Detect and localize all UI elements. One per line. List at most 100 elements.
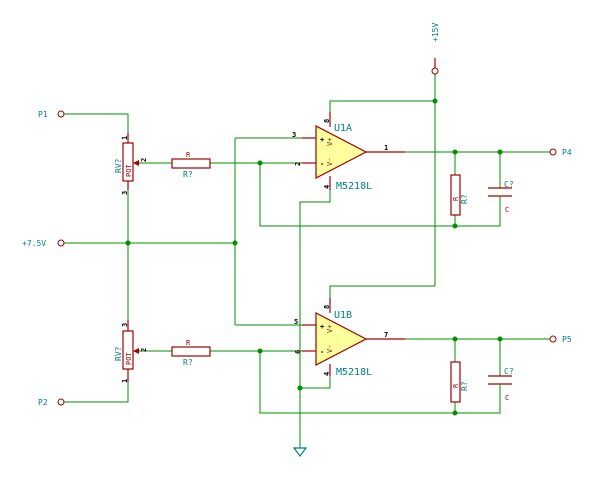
junction-dot — [257, 160, 263, 166]
port-v15-terminal[interactable] — [431, 67, 439, 75]
capacitor-lower[interactable]: C? C — [488, 367, 514, 402]
resistor-in-lower-ref: R? — [183, 358, 193, 367]
resistor-in-lower[interactable]: R R? — [171, 339, 211, 367]
port-p5-terminal[interactable] — [549, 335, 557, 343]
u1a-pin-inv: 2 — [294, 162, 302, 166]
resistor-fb-upper-value: R — [452, 196, 460, 201]
u1a-body — [315, 125, 368, 179]
resistor-fb-lower-ref: R? — [460, 381, 469, 391]
pot-upper[interactable]: POT RV? 1 2 3 — [114, 133, 148, 195]
u1b-pin-vplus: 8 — [323, 305, 331, 309]
junction-dot — [232, 240, 238, 246]
resistor-in-lower-value: R — [186, 339, 191, 347]
u1b-plus-sign: + — [320, 323, 324, 331]
pot-lower-pin1: 1 — [121, 379, 129, 383]
u1b-pin-noninv: 5 — [294, 318, 298, 326]
junction-dot — [497, 336, 503, 342]
pot-lower-pin2: 2 — [140, 348, 148, 352]
port-p1-terminal[interactable] — [57, 110, 65, 118]
resistor-in-lower-body — [171, 346, 211, 357]
u1b-pin-out: 7 — [384, 331, 388, 339]
pot-upper-value: POT — [125, 164, 133, 177]
pot-upper-pin1: 1 — [121, 136, 129, 140]
capacitor-upper[interactable]: C? C — [488, 180, 514, 214]
ground-symbol — [292, 447, 308, 457]
port-v75-terminal[interactable] — [57, 239, 65, 247]
wire-p2 — [64, 382, 129, 403]
port-p1-label: P1 — [38, 110, 48, 119]
u1a-pin-vminus: 4 — [323, 185, 331, 189]
junction-dot — [452, 223, 458, 229]
resistor-fb-lower-body — [450, 361, 461, 403]
wire-u1a-vplus — [329, 100, 435, 112]
port-p1[interactable]: P1 — [38, 110, 65, 119]
wire-u1b-vminus — [300, 376, 331, 389]
resistor-fb-upper[interactable]: R R? — [450, 174, 469, 216]
pot-upper-pin2: 2 — [140, 158, 148, 162]
junctions — [125, 98, 503, 416]
capacitor-upper-ref: C? — [504, 180, 514, 189]
resistor-fb-lower[interactable]: R R? — [450, 361, 469, 403]
port-p4[interactable]: P4 — [549, 148, 572, 157]
capacitor-lower-value: C — [505, 394, 509, 402]
u1b-body — [315, 312, 368, 366]
ground-icon — [292, 447, 308, 457]
u1b-part: M5218L — [336, 367, 372, 378]
opamp-u1b[interactable]: + - V+ V- 5 6 7 8 4 U1B M5218L — [294, 298, 405, 378]
port-p2-label: P2 — [38, 398, 48, 407]
port-p4-terminal[interactable] — [549, 148, 557, 156]
wire-p1 — [64, 113, 129, 133]
port-p2[interactable]: P2 — [38, 398, 65, 407]
pot-lower[interactable]: POT RV? 3 2 1 — [114, 320, 148, 383]
resistor-fb-upper-body — [450, 174, 461, 216]
u1b-pin-inv: 6 — [294, 350, 302, 354]
port-v75[interactable]: +7.5V — [22, 239, 65, 248]
u1a-pin-out: 1 — [384, 144, 388, 152]
pot-lower-ref: RV? — [114, 346, 123, 361]
u1a-pin-noninv: 3 — [292, 131, 296, 139]
wire-u1a-feedback — [259, 163, 501, 227]
port-v75-label: +7.5V — [22, 239, 46, 248]
wire-u1b-feedback — [259, 351, 501, 414]
junction-dot — [257, 348, 263, 354]
resistor-in-upper[interactable]: R R? — [171, 151, 211, 179]
wires — [64, 74, 550, 448]
junction-dot — [452, 336, 458, 342]
port-p2-terminal[interactable] — [57, 398, 65, 406]
resistor-in-upper-ref: R? — [183, 170, 193, 179]
wire-gnd — [299, 190, 331, 448]
junction-dot — [297, 385, 303, 391]
port-v15[interactable]: +15V — [431, 23, 440, 75]
pot-lower-value: POT — [125, 352, 133, 365]
u1a-pin-vplus: 8 — [323, 119, 331, 123]
u1b-ref: U1B — [334, 310, 352, 321]
u1b-pin-vminus: 4 — [323, 372, 331, 376]
port-p5[interactable]: P5 — [549, 335, 572, 344]
resistor-fb-upper-ref: R? — [460, 194, 469, 204]
junction-dot — [497, 149, 503, 155]
u1a-plus-sign: + — [320, 136, 324, 144]
u1a-minus-sign: - — [320, 160, 324, 168]
capacitor-lower-ref: C? — [504, 367, 514, 376]
u1a-part: M5218L — [336, 181, 372, 192]
u1b-minus-sign: - — [320, 348, 324, 356]
opamp-u1a[interactable]: + - V+ V- 3 2 1 8 4 U1A M5218L — [292, 112, 405, 192]
resistor-fb-lower-value: R — [452, 383, 460, 388]
u1a-vminus-label: V- — [326, 158, 334, 166]
port-v15-label: +15V — [431, 23, 440, 42]
u1a-vplus-label: V+ — [326, 138, 334, 146]
port-p5-label: P5 — [562, 335, 572, 344]
u1b-vminus-label: V- — [326, 345, 334, 353]
pot-lower-pin3: 3 — [121, 323, 129, 327]
junction-dot — [432, 98, 438, 104]
resistor-in-upper-value: R — [186, 151, 191, 159]
resistor-in-upper-body — [171, 158, 211, 169]
capacitor-upper-value: C — [505, 206, 509, 214]
port-p4-label: P4 — [562, 148, 572, 157]
junction-dot — [452, 149, 458, 155]
u1b-vplus-label: V+ — [326, 325, 334, 333]
u1a-ref: U1A — [334, 123, 352, 134]
pot-upper-pin3: 3 — [121, 191, 129, 195]
